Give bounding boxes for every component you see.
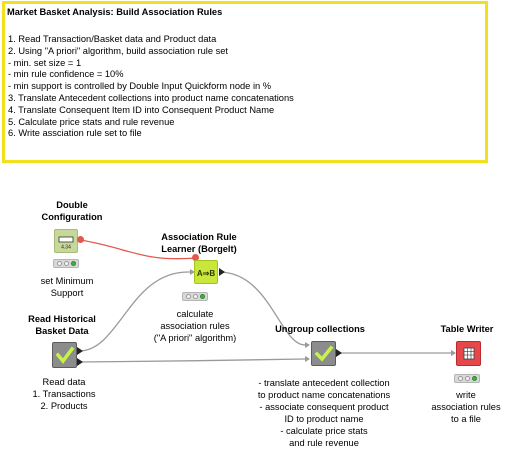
node-description-line: - associate consequent product	[259, 402, 389, 412]
output-port[interactable]	[336, 349, 342, 357]
node-title: Ungroup collections	[275, 323, 365, 335]
connection-learner-to-ungroup[interactable]	[218, 271, 306, 346]
node-status-indicator	[53, 259, 79, 268]
annotation-line: 2. Using "A priori" algorithm, build ass…	[8, 45, 229, 56]
node-title: Read Historical Basket Data	[28, 313, 96, 337]
status-light-red	[56, 261, 62, 266]
quickform-node-icon[interactable]: 4.34	[54, 229, 78, 253]
flow-variable-in-port[interactable]	[192, 254, 199, 261]
output-port[interactable]	[219, 268, 225, 276]
node-title-line: Table Writer	[440, 324, 494, 334]
metanode-icon[interactable]	[52, 342, 77, 368]
annotation-line: - min support is controlled by Double In…	[8, 81, 272, 92]
checkmark-icon	[314, 345, 334, 362]
table-icon	[463, 347, 475, 360]
connection-arrowhead	[451, 350, 456, 356]
node-description-line: write	[456, 390, 476, 400]
node-status-indicator	[182, 292, 208, 301]
writer-node-icon[interactable]	[456, 341, 481, 366]
connection-reader-to-ungroup[interactable]	[78, 358, 306, 363]
node-status-indicator	[454, 374, 480, 383]
annotation-line: - min. set size = 1	[8, 57, 82, 68]
connection-reader-to-learner[interactable]	[78, 271, 191, 352]
annotation-line: 3. Translate Antecedent collections into…	[8, 92, 294, 103]
svg-text:A⇒B: A⇒B	[197, 269, 215, 278]
node-description-line: 2. Products	[40, 401, 88, 411]
status-light-green	[70, 261, 76, 266]
annotation-line: 5. Calculate price stats and rule revenu…	[8, 116, 175, 127]
node-description-line: and rule revenue	[289, 438, 359, 448]
node-description-line: ID to product name	[284, 414, 364, 424]
checkmark-icon	[55, 346, 75, 364]
status-light-green	[471, 376, 477, 381]
node-description-line: set Minimum	[40, 276, 94, 286]
double-input-icon: 4.34	[58, 236, 74, 251]
node-title-line: Ungroup collections	[275, 324, 365, 334]
learner-node-icon[interactable]: A⇒B	[194, 260, 218, 284]
node-title: Double Configuration	[42, 199, 103, 223]
connection-arrowhead	[305, 356, 310, 362]
flow-variable-connection[interactable]	[79, 239, 197, 260]
node-title-line: Association Rule	[161, 232, 237, 242]
output-port-1[interactable]	[77, 347, 83, 355]
node-title-line: Read Historical	[28, 314, 96, 324]
annotation-line: 6. Write assciation rule set to file	[8, 128, 142, 139]
metanode-icon[interactable]	[311, 341, 336, 366]
node-title-line: Learner (Borgelt)	[161, 244, 237, 254]
annotation-line: 4. Translate Consequent Item ID into Con…	[8, 104, 275, 115]
connection-arrowhead	[305, 342, 310, 348]
node-title-line: Configuration	[41, 212, 103, 222]
node-description-line: Support	[50, 288, 84, 298]
node-description-line: ("A priori" algorithm)	[153, 333, 237, 343]
node-title: Table Writer	[441, 323, 494, 335]
node-title: Association Rule Learner (Borgelt)	[161, 231, 236, 255]
node-description: Read data 1. Transactions 2. Products	[32, 376, 95, 412]
status-light-red	[457, 376, 463, 381]
status-light-yellow	[464, 376, 470, 381]
node-description: write association rules to a file	[431, 389, 500, 425]
node-description-line: - calculate price stats	[280, 426, 368, 436]
node-title-line: Double	[56, 200, 88, 210]
node-description: - translate antecedent collection to pro…	[258, 377, 390, 449]
status-light-red	[185, 294, 191, 299]
node-description-line: - translate antecedent collection	[258, 378, 390, 388]
output-port-2[interactable]	[77, 358, 83, 366]
node-description: set Minimum Support	[41, 275, 94, 299]
connection-arrowhead	[190, 269, 195, 275]
node-description-line: to product name concatenations	[257, 390, 391, 400]
flow-variable-out-port[interactable]	[77, 236, 84, 243]
node-description-line: to a file	[451, 414, 481, 424]
annotation-line: - min rule confidence = 10%	[8, 69, 124, 80]
status-light-green	[199, 294, 205, 299]
workflow-annotation: Market Basket Analysis: Build Associatio…	[2, 1, 488, 163]
annotation-title: Market Basket Analysis: Build Associatio…	[7, 7, 223, 17]
association-rule-icon: A⇒B	[197, 269, 215, 278]
node-description: calculate association rules ("A priori" …	[154, 308, 237, 344]
node-description-line: association rules	[431, 402, 501, 412]
node-description-line: Read data	[42, 377, 86, 387]
node-title-line: Basket Data	[35, 326, 89, 336]
annotation-text: 1. Read Transaction/Basket data and Prod…	[8, 34, 294, 140]
annotation-line: 1. Read Transaction/Basket data and Prod…	[8, 34, 217, 44]
node-description-line: 1. Transactions	[32, 389, 96, 399]
node-description-line: calculate	[176, 309, 214, 319]
status-light-yellow	[63, 261, 69, 266]
node-description-line: association rules	[160, 321, 230, 331]
svg-text:4.34: 4.34	[61, 245, 71, 251]
status-light-yellow	[192, 294, 198, 299]
